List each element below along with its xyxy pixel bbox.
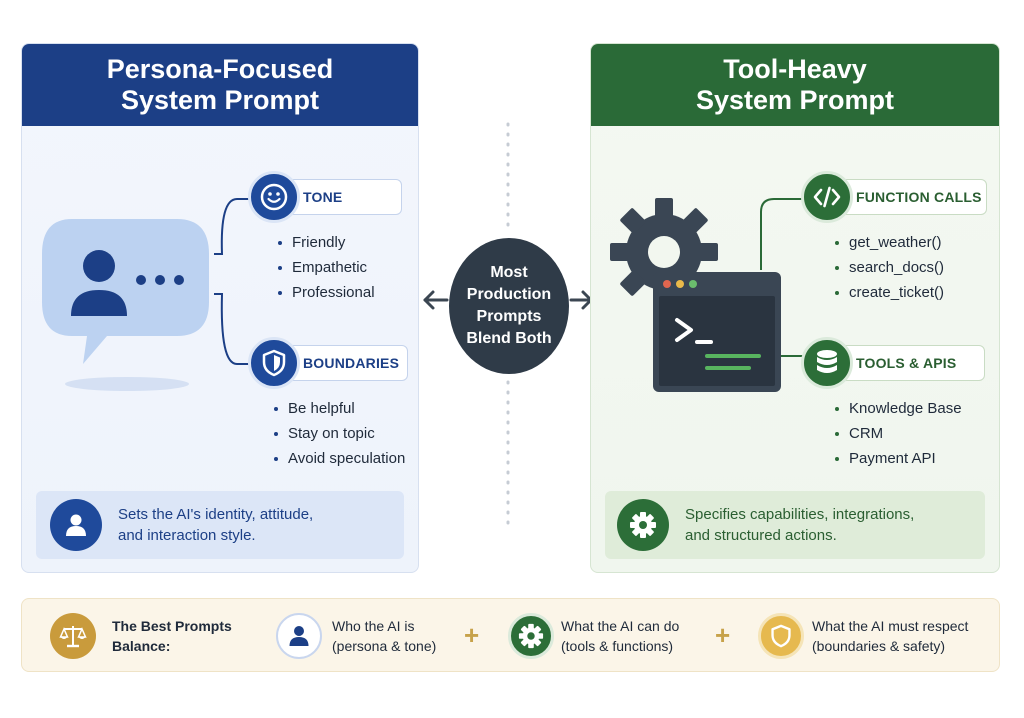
tool-connectors (760, 198, 803, 357)
smiley-icon (248, 171, 300, 223)
balance-item-persona: Who the AI is (persona & tone) (332, 618, 437, 654)
list-item: get_weather() (835, 230, 944, 255)
tools-apis-list: Knowledge Base CRM Payment API (835, 396, 962, 471)
balance-footer: The Best Prompts Balance: Who the AI is … (21, 598, 1000, 672)
list-item: Friendly (278, 230, 375, 255)
list-item: CRM (835, 421, 962, 446)
shield-icon (248, 337, 300, 389)
persona-panel-title: Persona-Focused System Prompt (22, 44, 418, 126)
terminal-icon (653, 272, 781, 392)
boundaries-list: Be helpful Stay on topic Avoid speculati… (274, 396, 405, 471)
persona-connectors (214, 198, 250, 365)
tools-apis-label: TOOLS & APIS (856, 355, 957, 371)
settings-gear-icon (617, 499, 669, 551)
persona-summary-line2: and interaction style. (118, 527, 256, 544)
list-item: create_ticket() (835, 280, 944, 305)
function-calls-list: get_weather() search_docs() create_ticke… (835, 230, 944, 305)
tool-panel: Tool-Heavy System Prompt (590, 43, 1000, 573)
list-item: Professional (278, 280, 375, 305)
persona-panel: Persona-Focused System Prompt TONE Frien… (21, 43, 419, 573)
list-item: Knowledge Base (835, 396, 962, 421)
persona-summary: Sets the AI's identity, attitude, and in… (36, 491, 404, 559)
list-item: Be helpful (274, 396, 405, 421)
chat-person-icon (42, 219, 209, 391)
blend-callout: Most Production Prompts Blend Both (449, 238, 569, 374)
plus-icon: + (715, 620, 731, 650)
tone-list: Friendly Empathetic Professional (278, 230, 375, 305)
list-item: Avoid speculation (274, 446, 405, 471)
balance-item-boundaries: What the AI must respect (boundaries & s… (812, 618, 969, 654)
right-arrow-icon (569, 290, 593, 310)
left-arrow-icon (423, 290, 449, 310)
list-item: Empathetic (278, 255, 375, 280)
person-icon (276, 613, 322, 659)
code-icon (801, 171, 853, 223)
persona-summary-line1: Sets the AI's identity, attitude, (118, 506, 314, 523)
gear-icon (508, 613, 554, 659)
tone-label: TONE (303, 189, 343, 205)
boundaries-label: BOUNDARIES (303, 355, 400, 371)
list-item: search_docs() (835, 255, 944, 280)
balance-item-tools: What the AI can do (tools & functions) (561, 618, 680, 654)
balance-heading: The Best Prompts Balance: (112, 618, 232, 654)
gear-icon (610, 198, 718, 306)
list-item: Payment API (835, 446, 962, 471)
tool-summary: Specifies capabilities, integrations, an… (605, 491, 985, 559)
shield-icon (758, 613, 804, 659)
tool-summary-line2: and structured actions. (685, 527, 837, 544)
database-icon (801, 337, 853, 389)
plus-icon: + (464, 620, 480, 650)
scale-icon (50, 613, 96, 659)
list-item: Stay on topic (274, 421, 405, 446)
tool-panel-title: Tool-Heavy System Prompt (591, 44, 999, 126)
function-calls-label: FUNCTION CALLS (856, 189, 982, 205)
person-icon (50, 499, 102, 551)
tool-summary-line1: Specifies capabilities, integrations, (685, 506, 915, 523)
